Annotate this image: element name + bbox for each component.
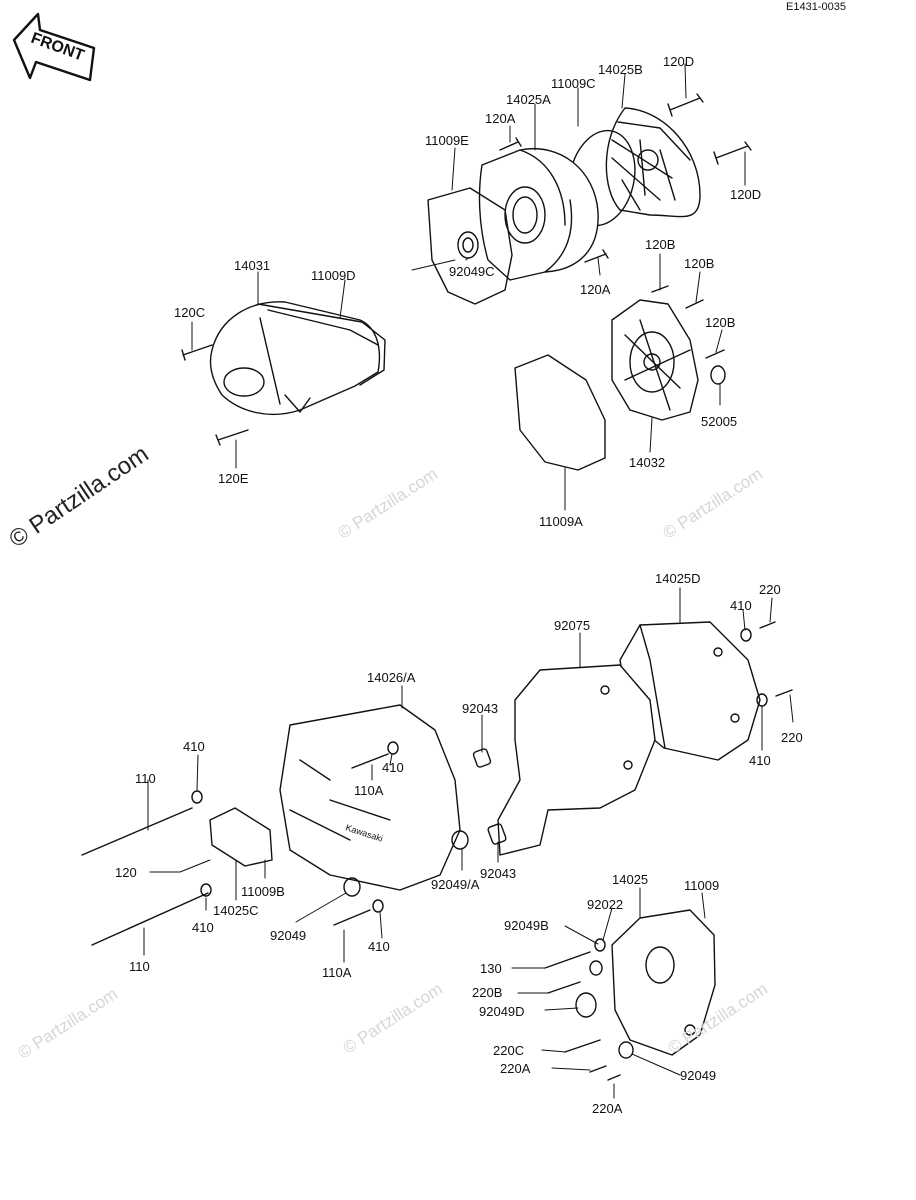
part-14025D: 14025D <box>655 571 701 586</box>
part-11009D: 11009D <box>311 268 356 283</box>
part-11009C: 11009C <box>551 76 596 91</box>
part-120D-right: 120D <box>730 187 762 202</box>
part-120B-c: 120B <box>705 315 736 330</box>
cover-14031 <box>209 301 381 416</box>
part-120E: 120E <box>218 471 249 486</box>
part-11009A: 11009A <box>539 514 583 529</box>
plate-14025c <box>209 807 273 867</box>
gasket-11009d <box>257 303 386 386</box>
front-arrow-icon: FRONT <box>12 12 96 82</box>
part-52005: 52005 <box>701 414 738 429</box>
part-410-lower: 410 <box>192 920 214 935</box>
part-11009: 11009 <box>684 878 720 893</box>
part-220A-a: 220A <box>500 1061 531 1076</box>
part-410-right: 410 <box>749 753 771 768</box>
part-92075: 92075 <box>554 618 591 633</box>
leader-lines <box>143 63 794 1099</box>
part-92049C: 92049C <box>449 264 495 279</box>
part-11009B: 11009B <box>241 884 285 899</box>
gasket-11009e <box>427 187 513 305</box>
part-120D-top: 120D <box>663 54 695 69</box>
diagram-code: E1431-0035 <box>786 1 846 13</box>
bolts-top-group <box>499 93 752 263</box>
long-bolts-110 <box>81 753 389 946</box>
part-92049-bottom-right: 92049 <box>680 1068 717 1083</box>
cover-14032 <box>611 299 699 421</box>
part-110-bottom: 110 <box>129 959 150 974</box>
part-220A-b: 220A <box>592 1101 623 1116</box>
part-92049: 92049 <box>270 928 307 943</box>
part-120B-b: 120B <box>684 256 715 271</box>
part-92043-bottom: 92043 <box>480 866 517 881</box>
part-92043-top: 92043 <box>462 701 499 716</box>
part-220-top: 220 <box>759 582 781 597</box>
part-92049D: 92049D <box>479 1004 525 1019</box>
part-92022: 92022 <box>587 897 624 912</box>
part-410-top: 410 <box>730 598 752 613</box>
part-110A-bottom: 110A <box>322 965 352 980</box>
part-14025A: 14025A <box>506 92 551 107</box>
part-92049A: 92049/A <box>431 877 480 892</box>
part-14025: 14025 <box>612 872 649 887</box>
crankcase-14026a: Kawasaki <box>279 704 461 891</box>
part-120A-mid: 120A <box>580 282 611 297</box>
seal-92049c <box>457 231 479 259</box>
part-14031: 14031 <box>234 258 271 273</box>
part-14026A: 14026/A <box>367 670 416 685</box>
part-410-bottom: 410 <box>368 939 390 954</box>
part-120B-a: 120B <box>645 237 676 252</box>
cover-92075 <box>497 664 656 856</box>
part-120C: 120C <box>174 305 206 320</box>
part-220-mid: 220 <box>781 730 803 745</box>
part-410-left: 410 <box>183 739 205 754</box>
part-110A-top: 110A <box>354 783 384 798</box>
bottom-small-parts <box>544 938 634 1081</box>
part-130: 130 <box>480 961 502 976</box>
part-14025B: 14025B <box>598 62 643 77</box>
bolt-120c <box>181 344 213 361</box>
part-110-top: 110 <box>135 771 156 786</box>
cover-14025b <box>605 107 701 218</box>
part-120: 120 <box>115 865 137 880</box>
cover-14025 <box>611 909 716 1056</box>
dowels-and-seals <box>191 621 793 913</box>
part-120A-top: 120A <box>485 111 516 126</box>
gasket-11009a <box>514 354 606 471</box>
part-11009E: 11009E <box>425 133 469 148</box>
bolt-120e <box>215 429 249 446</box>
part-14032: 14032 <box>629 455 666 470</box>
part-92049B: 92049B <box>504 918 549 933</box>
part-14025C: 14025C <box>213 903 259 918</box>
part-220C: 220C <box>493 1043 525 1058</box>
part-410-mid: 410 <box>382 760 404 775</box>
part-220B: 220B <box>472 985 503 1000</box>
cap-52005 <box>710 365 726 385</box>
housing-14025a <box>478 148 599 281</box>
